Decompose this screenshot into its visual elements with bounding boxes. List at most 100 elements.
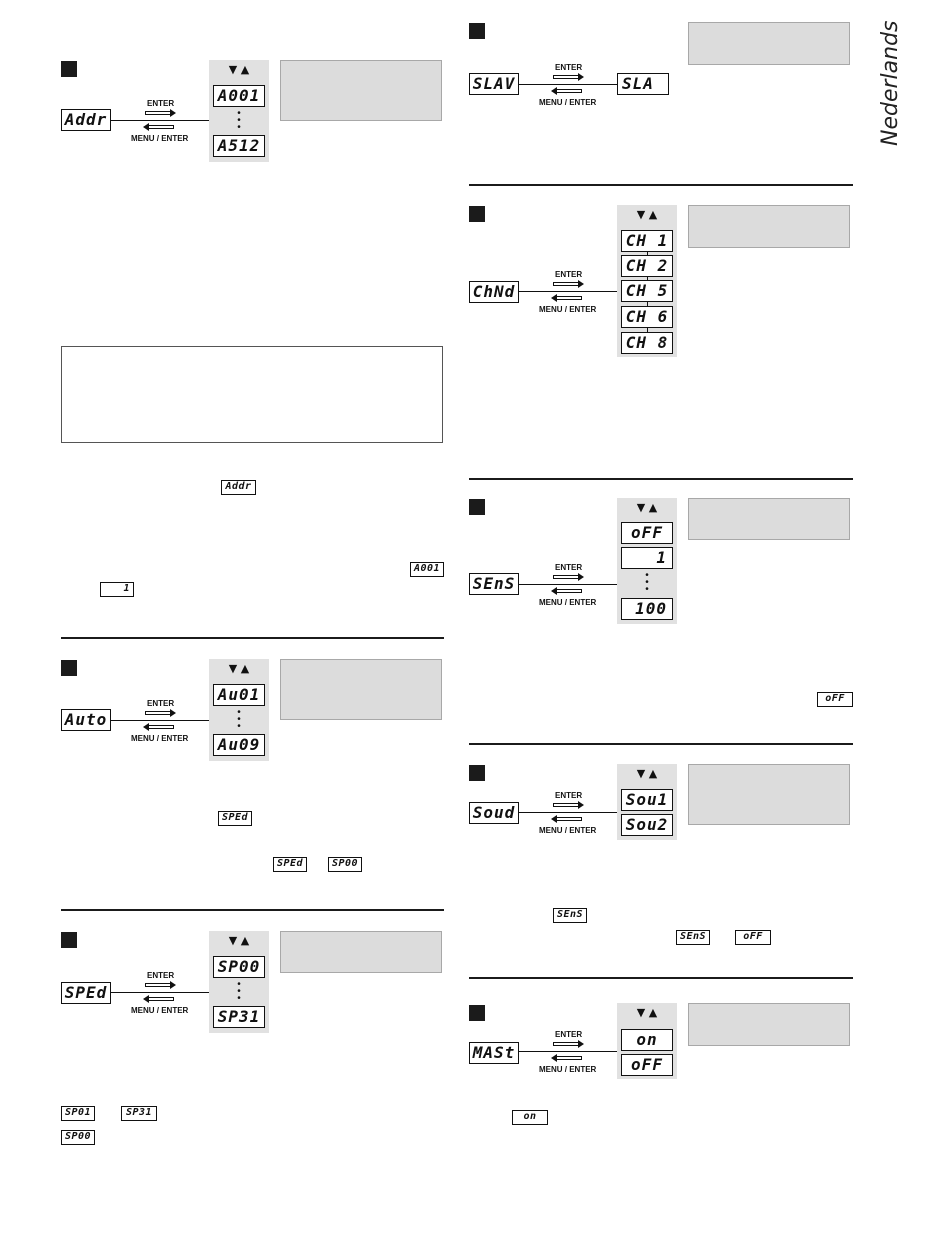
menu-enter-label: MENU / ENTER	[131, 134, 189, 143]
updown-arrows-icon: ▼ ▲	[228, 662, 250, 675]
left-arrow-icon	[551, 1054, 582, 1062]
inline-off-display-2: oFF	[735, 930, 771, 945]
mast-option-off: oFF	[621, 1054, 673, 1076]
notice-box	[61, 346, 443, 443]
inline-addr-display: Addr	[221, 480, 256, 495]
section-marker	[469, 765, 485, 781]
sens-display: SEnS	[469, 573, 519, 595]
section-divider	[469, 977, 853, 979]
left-arrow-icon	[551, 815, 582, 823]
section-marker	[61, 61, 77, 77]
left-arrow-icon	[143, 995, 174, 1003]
sped-display: SPEd	[61, 982, 111, 1004]
left-arrow-icon	[143, 723, 174, 731]
inline-off-display: oFF	[817, 692, 853, 707]
section-divider	[61, 909, 444, 911]
section-divider	[469, 184, 853, 186]
connector-line	[519, 291, 619, 292]
right-arrow-icon	[553, 280, 584, 288]
chnd-option-5: CH 8	[621, 332, 673, 354]
section-marker	[61, 660, 77, 676]
section-marker	[469, 23, 485, 39]
inline-sped-display: SPEd	[218, 811, 252, 826]
enter-label: ENTER	[147, 971, 175, 980]
description-box	[280, 931, 442, 973]
connector-line	[519, 584, 619, 585]
left-arrow-icon	[551, 587, 582, 595]
connector-line	[519, 812, 619, 813]
description-box	[688, 1003, 850, 1046]
right-arrow-icon	[145, 109, 176, 117]
soud-option-2: Sou2	[621, 814, 673, 836]
enter-label: ENTER	[147, 699, 175, 708]
menu-enter-label: MENU / ENTER	[539, 826, 597, 835]
section-marker	[469, 206, 485, 222]
inline-sp00-display-2: SP00	[61, 1130, 95, 1145]
menu-enter-label: MENU / ENTER	[539, 98, 597, 107]
sped-option-first: SP00	[213, 956, 265, 978]
menu-enter-label: MENU / ENTER	[131, 734, 189, 743]
updown-arrows-icon: ▼ ▲	[228, 934, 250, 947]
chnd-display: ChNd	[469, 281, 519, 303]
inline-sp00-display: SP00	[328, 857, 362, 872]
inline-on-display: on	[512, 1110, 548, 1125]
inline-sens-display-2: SEnS	[676, 930, 710, 945]
enter-label: ENTER	[555, 791, 583, 800]
addr-display: Addr	[61, 109, 111, 131]
soud-display: Soud	[469, 802, 519, 824]
section-marker	[469, 499, 485, 515]
ellipsis-dots: •••	[237, 979, 241, 1004]
updown-arrows-icon: ▼ ▲	[636, 501, 658, 514]
description-box	[688, 498, 850, 540]
sens-option-max: 100	[621, 598, 673, 620]
right-arrow-icon	[145, 981, 176, 989]
right-arrow-icon	[145, 709, 176, 717]
connector-line	[111, 120, 211, 121]
menu-enter-label: MENU / ENTER	[539, 1065, 597, 1074]
menu-enter-label: MENU / ENTER	[539, 598, 597, 607]
inline-sp31-display: SP31	[121, 1106, 157, 1121]
addr-option-last: A512	[213, 135, 265, 157]
updown-arrows-icon: ▼ ▲	[636, 767, 658, 780]
description-box	[280, 659, 442, 720]
right-arrow-icon	[553, 73, 584, 81]
right-arrow-icon	[553, 1040, 584, 1048]
description-box	[688, 22, 850, 65]
description-box	[688, 764, 850, 825]
chnd-option-4: CH 6	[621, 306, 673, 328]
sped-option-last: SP31	[213, 1006, 265, 1028]
auto-option-last: Au09	[213, 734, 265, 756]
chnd-option-1: CH 1	[621, 230, 673, 252]
mast-display: MASt	[469, 1042, 519, 1064]
ellipsis-dots: •••	[237, 707, 241, 732]
updown-arrows-icon: ▼ ▲	[636, 1006, 658, 1019]
menu-enter-label: MENU / ENTER	[131, 1006, 189, 1015]
soud-option-1: Sou1	[621, 789, 673, 811]
connector-line	[519, 84, 618, 85]
menu-enter-label: MENU / ENTER	[539, 305, 597, 314]
slav-target-display: SLA	[617, 73, 669, 95]
left-arrow-icon	[551, 87, 582, 95]
updown-arrows-icon: ▼ ▲	[228, 63, 250, 76]
inline-sped-display-2: SPEd	[273, 857, 307, 872]
enter-label: ENTER	[555, 270, 583, 279]
slav-display: SLAV	[469, 73, 519, 95]
enter-label: ENTER	[147, 99, 175, 108]
description-box	[280, 60, 442, 121]
sens-option-off: oFF	[621, 522, 673, 544]
auto-display: Auto	[61, 709, 111, 731]
description-box	[688, 205, 850, 248]
inline-one-display: 1	[100, 582, 134, 597]
section-divider	[469, 478, 853, 480]
ellipsis-dots: •••	[237, 108, 241, 133]
left-arrow-icon	[551, 294, 582, 302]
section-divider	[61, 637, 444, 639]
section-divider	[469, 743, 853, 745]
left-arrow-icon	[143, 123, 174, 131]
connector-line	[111, 720, 211, 721]
right-arrow-icon	[553, 801, 584, 809]
mast-option-on: on	[621, 1029, 673, 1051]
right-arrow-icon	[553, 573, 584, 581]
inline-sens-display: SEnS	[553, 908, 587, 923]
inline-sp01-display: SP01	[61, 1106, 95, 1121]
